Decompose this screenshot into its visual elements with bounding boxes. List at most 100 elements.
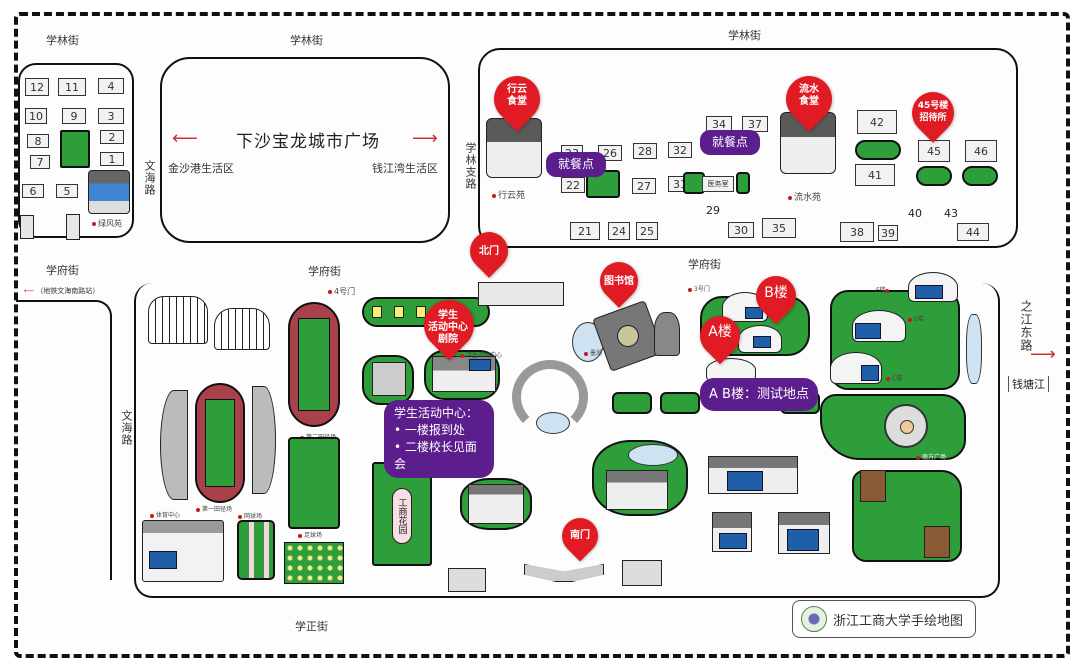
football-label: 足球场 [298, 530, 322, 539]
grandstand-left [160, 390, 188, 500]
arrow-left-icon: ⟵ [24, 287, 35, 295]
glass-pyramid [536, 412, 570, 434]
dorm-2[interactable]: 2 [100, 130, 124, 144]
plaza-title[interactable]: 下沙宝龙城市广场 [236, 132, 380, 152]
dorm-5[interactable]: 5 [56, 184, 78, 198]
dining-point-bubble-1[interactable]: 就餐点 [546, 152, 607, 177]
art-center[interactable] [654, 312, 680, 356]
gate-house-left [448, 568, 486, 592]
dorm-24[interactable]: 24 [608, 222, 630, 240]
map-title-card: 浙江工商大学手绘地图 [792, 600, 976, 638]
dorm-4[interactable]: 4 [98, 78, 124, 94]
dorm-44[interactable]: 44 [957, 223, 989, 241]
green-lawn [60, 130, 90, 168]
academic-building[interactable] [606, 470, 668, 510]
building-d[interactable] [738, 325, 782, 353]
football-field[interactable] [288, 437, 340, 529]
clinic[interactable]: 医务室 [702, 176, 734, 192]
experiment-building[interactable] [708, 456, 798, 494]
dorm-7[interactable]: 7 [30, 155, 50, 169]
window [753, 336, 771, 348]
foreign-languages-building[interactable] [468, 484, 524, 524]
first-track-field[interactable] [195, 383, 245, 503]
green-patch [916, 166, 952, 186]
dorm-9[interactable]: 9 [62, 108, 86, 124]
sports-center[interactable] [142, 520, 224, 582]
street-xuefu-left: 学府街 [46, 264, 79, 277]
dorm-39[interactable]: 39 [878, 225, 898, 241]
window [861, 365, 879, 381]
first-field-label: 第一田径场 [196, 504, 232, 513]
arrow-right-icon: ⟶ [412, 128, 438, 149]
dorm-29[interactable]: 29 [706, 204, 720, 217]
building-e[interactable] [852, 310, 906, 342]
dorm-30[interactable]: 30 [728, 222, 754, 238]
dorm-27[interactable]: 27 [632, 178, 656, 194]
liushui-yard-label: 流水苑 [788, 190, 821, 203]
building-f[interactable] [908, 272, 958, 302]
plaza-right-area: 钱江湾生活区 [372, 162, 438, 175]
dining-point-bubble-2[interactable]: 就餐点 [700, 130, 761, 155]
window [727, 471, 763, 491]
dorm-41[interactable]: 41 [855, 164, 895, 186]
yellow-block [372, 306, 382, 318]
dorm-1[interactable]: 1 [100, 152, 124, 166]
north-gate-structure[interactable] [478, 282, 564, 306]
student-center-bubble-item2: • 二楼校长见面会 [394, 440, 477, 471]
pavilion[interactable] [860, 470, 886, 502]
student-center-bubble[interactable]: 学生活动中心： • 一楼报到处 • 二楼校长见面会 [384, 400, 494, 478]
tennis-courts[interactable] [237, 520, 275, 580]
window [745, 307, 763, 319]
street-xuelin-right: 学林街 [728, 29, 761, 42]
window [915, 285, 943, 299]
gymnasium-2[interactable] [214, 308, 270, 350]
dorm-28[interactable]: 28 [633, 143, 657, 159]
lawn [612, 392, 652, 414]
pavilion[interactable] [924, 526, 950, 558]
lvfeng-label: 绿风苑 [92, 218, 122, 229]
building-c[interactable] [830, 352, 882, 384]
gate4-label[interactable]: 4号门 [328, 286, 355, 297]
dorm-25[interactable]: 25 [636, 222, 658, 240]
second-track-field[interactable] [288, 302, 340, 427]
dorm-8[interactable]: 8 [27, 134, 49, 148]
fountain [884, 404, 928, 448]
gymnasium-1[interactable] [148, 296, 208, 344]
arrow-left-icon: ⟵ [172, 128, 198, 149]
dorm-46[interactable]: 46 [965, 140, 997, 162]
dorm-6[interactable]: 6 [22, 184, 44, 198]
dorm-12[interactable]: 12 [25, 78, 49, 96]
metro-note[interactable]: ⟵ （地铁文海南路站） [24, 287, 100, 295]
qiantang-river-label: 钱塘江 [1008, 376, 1049, 392]
basketball-courts[interactable] [284, 542, 344, 584]
window [149, 551, 177, 569]
building-north[interactable] [712, 512, 752, 552]
sports-center-label: 体育中心 [150, 510, 180, 519]
building-east[interactable] [778, 512, 830, 554]
dorm-21[interactable]: 21 [570, 222, 600, 240]
dorm-45[interactable]: 45 [918, 140, 950, 162]
dorm-10[interactable]: 10 [25, 108, 47, 124]
dorm-43[interactable]: 43 [944, 207, 958, 220]
dorm-11[interactable]: 11 [58, 78, 86, 96]
lvfeng-building[interactable] [88, 170, 130, 214]
dorm-3[interactable]: 3 [98, 108, 124, 124]
gate3-label[interactable]: 3号门 [688, 284, 710, 293]
green-patch [962, 166, 998, 186]
ab-test-location-bubble[interactable]: A B楼：测试地点 [700, 378, 818, 411]
street-xuezheng: 学正街 [295, 620, 328, 633]
dorm-32[interactable]: 32 [668, 142, 692, 158]
library-dome [613, 321, 643, 351]
business-school-building[interactable] [372, 362, 406, 396]
dorm-22[interactable]: 22 [561, 177, 585, 193]
south-square-lawn[interactable] [820, 394, 966, 460]
dorm-40[interactable]: 40 [908, 207, 922, 220]
dorm-38[interactable]: 38 [840, 222, 874, 242]
north-dorm-block [478, 48, 1018, 248]
arc-building[interactable] [512, 360, 588, 434]
dorm-42[interactable]: 42 [857, 110, 897, 134]
student-activity-center-building[interactable] [432, 356, 496, 392]
tower-left-2 [66, 214, 80, 240]
dorm-35[interactable]: 35 [762, 218, 796, 238]
xingyun-yard-label: 行云苑 [492, 188, 525, 201]
